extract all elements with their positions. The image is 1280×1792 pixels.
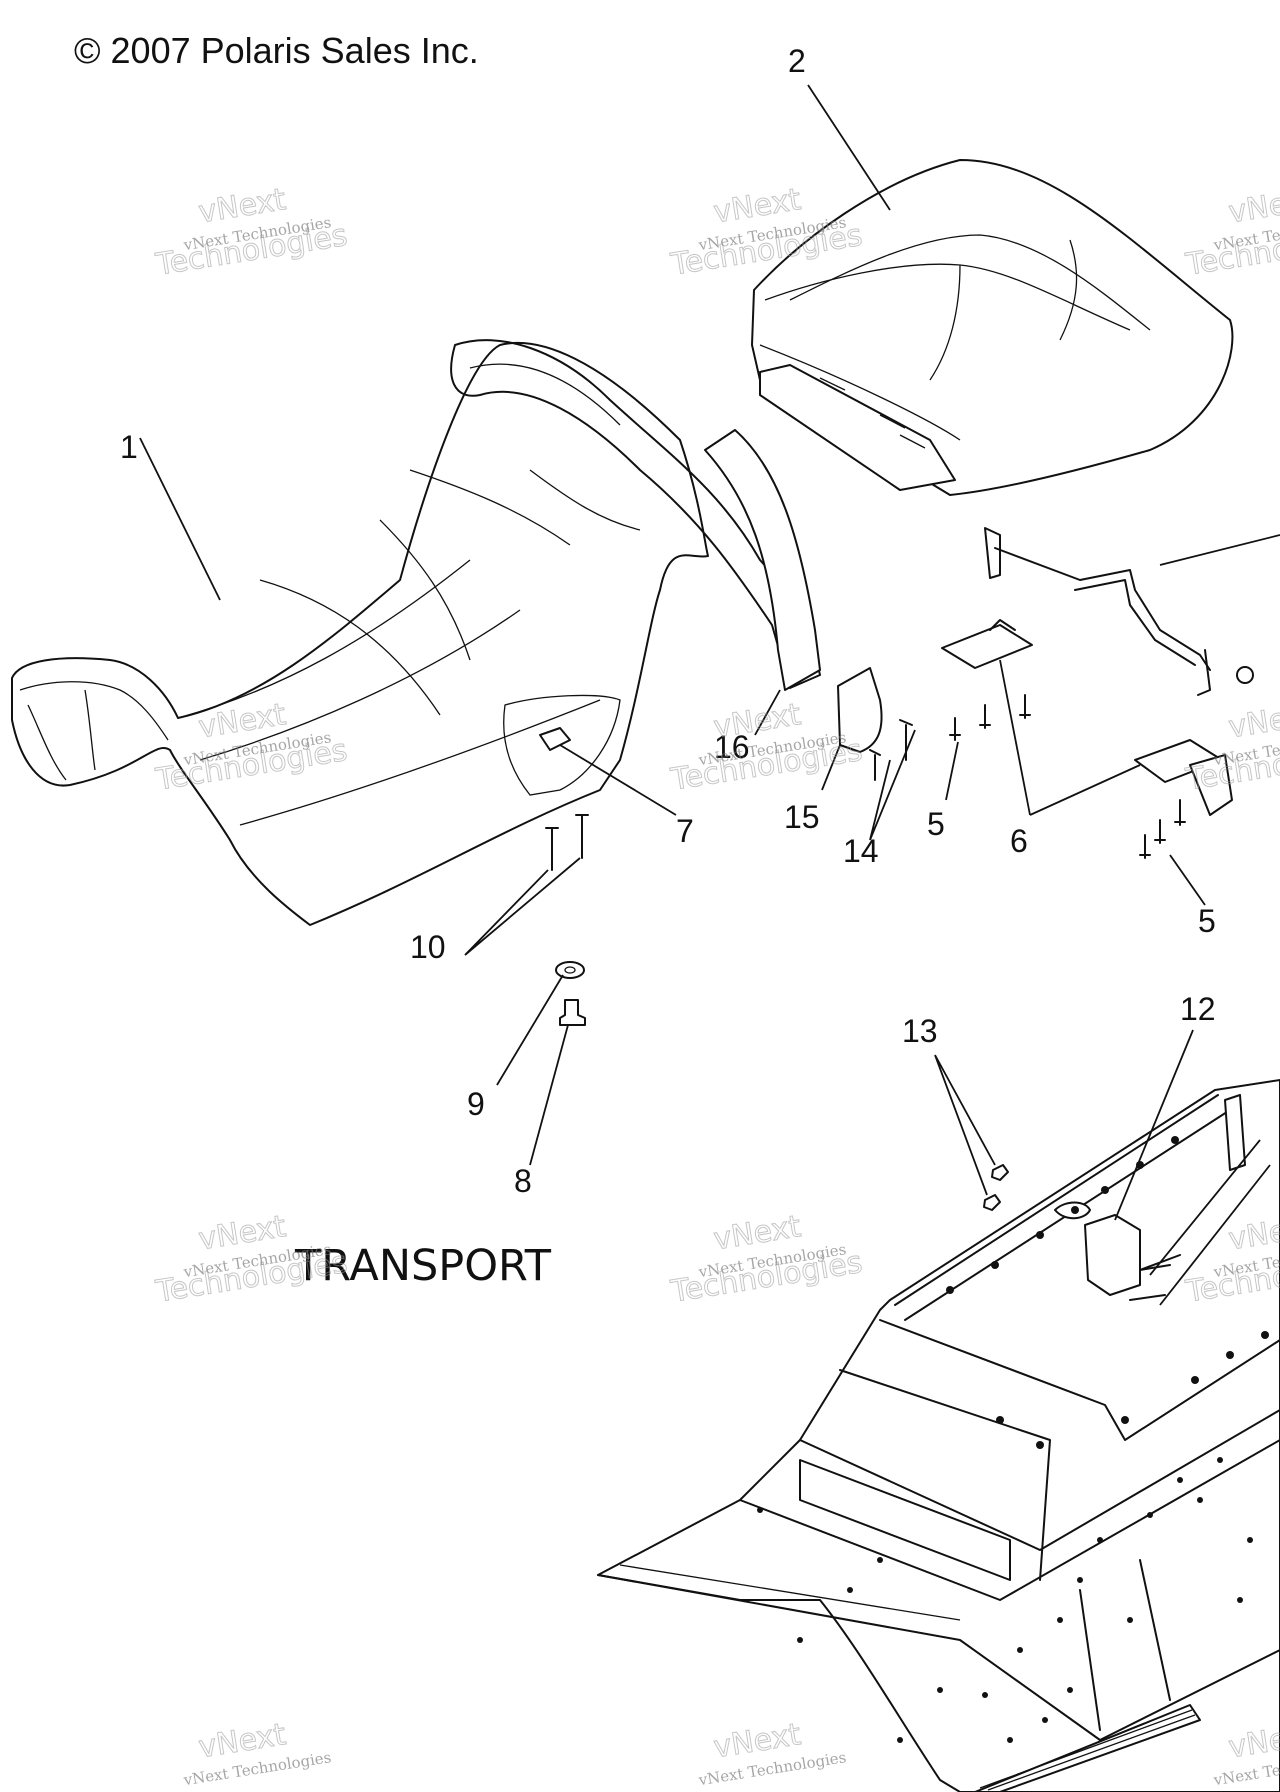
- nut-part-13: [983, 1164, 1009, 1211]
- hinge-bracket-part-6: [941, 619, 1233, 816]
- seat-part-1: [11, 339, 821, 926]
- watermark: vNext vNext Technologies Technologies: [152, 1209, 350, 1311]
- backrest-part-2: [751, 159, 1234, 496]
- callout-15: 15: [784, 799, 820, 835]
- callout-8: 8: [514, 1163, 532, 1199]
- chassis-frame: [597, 1079, 1280, 1792]
- callout-6: 6: [1010, 823, 1028, 859]
- plate-part-15: [837, 667, 883, 753]
- chassis-holes: [757, 1136, 1269, 1743]
- seat-rod-assembly: [984, 527, 1280, 696]
- callout-7: 7: [676, 813, 694, 849]
- watermark: vNext vNext Technologies: [181, 1717, 332, 1790]
- callout-16: 16: [714, 729, 750, 765]
- bolt-set: [545, 694, 1186, 871]
- svg-text:vNext: vNext: [1226, 697, 1280, 745]
- watermark: vNext vNext Technologies Technologies: [667, 1209, 865, 1311]
- watermark: vNext vNext Technologies Technologies: [1182, 182, 1280, 284]
- pin-part-8: [559, 999, 586, 1026]
- callout-1: 1: [120, 429, 138, 465]
- copyright-text: © 2007 Polaris Sales Inc.: [74, 30, 479, 71]
- svg-text:vNext: vNext: [1226, 182, 1280, 230]
- callout-2: 2: [788, 43, 806, 79]
- brace-part-16: [704, 429, 821, 691]
- callout-5a: 5: [927, 806, 945, 842]
- leader-lines: [139, 84, 1271, 1306]
- callout-13: 13: [902, 1013, 938, 1049]
- watermark: vNext vNext Technologies Technologies: [667, 697, 865, 799]
- washer-part-9: [555, 961, 585, 979]
- watermark: vNext vNext Technologies: [696, 1717, 847, 1790]
- callout-labels: 1 2 5 5 6 7 8 9 10 12 13 14 15 16: [120, 43, 1216, 1199]
- callout-9: 9: [467, 1086, 485, 1122]
- callout-12: 12: [1180, 991, 1216, 1027]
- callout-5b: 5: [1198, 903, 1216, 939]
- watermark: vNext vNext Technologies Technologies: [152, 182, 350, 284]
- callout-14: 14: [843, 833, 879, 869]
- section-heading: TRANSPORT: [294, 1241, 552, 1291]
- callout-10: 10: [410, 929, 446, 965]
